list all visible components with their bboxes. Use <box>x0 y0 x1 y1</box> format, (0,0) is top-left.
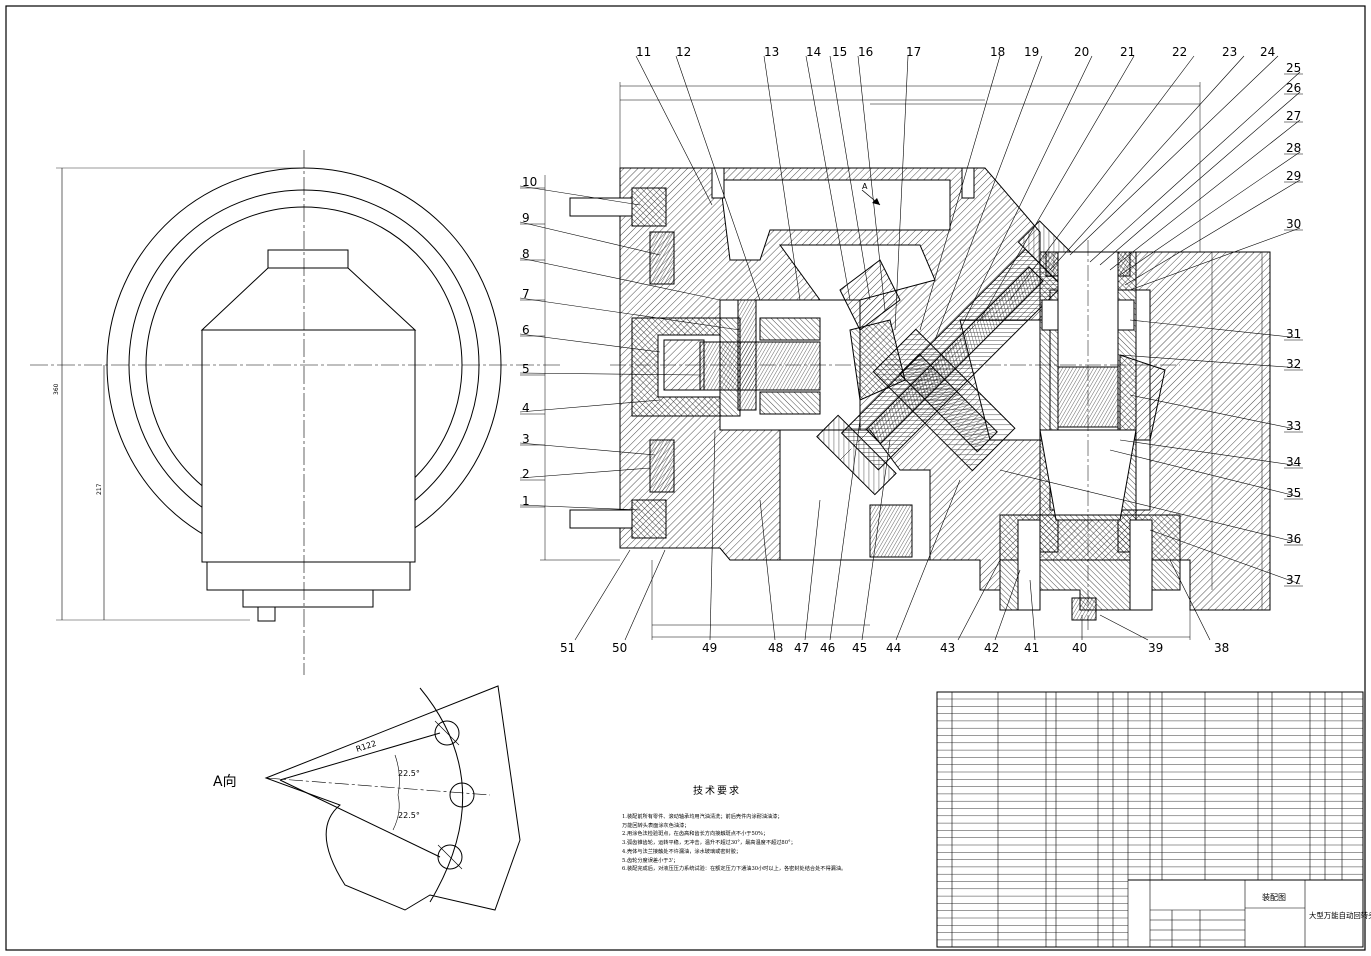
tech-requirement-line: 4.壳体与法兰接触处不许漏油，涂水玻璃或密封胶； <box>622 848 742 855</box>
tech-requirement-line: 3.弧齿锥齿轮，运转平稳，无冲击，温升不超过30°，最高温度不超过80°； <box>622 840 796 847</box>
callout-47: 47 <box>794 641 809 655</box>
main-section-view <box>569 167 1271 630</box>
tech-requirement-line: 5.齿轮分度误差小于3'； <box>622 857 679 864</box>
callout-38: 38 <box>1214 641 1229 655</box>
callout-37: 37 <box>1286 573 1301 587</box>
callout-26: 26 <box>1286 81 1301 95</box>
callout-30: 30 <box>1286 217 1301 231</box>
callout-20: 20 <box>1074 45 1089 59</box>
callout-32: 32 <box>1286 357 1301 371</box>
callout-46: 46 <box>820 641 835 655</box>
callout-39: 39 <box>1148 641 1163 655</box>
callout-14: 14 <box>806 45 821 59</box>
callout-6: 6 <box>522 323 530 337</box>
callout-36: 36 <box>1286 532 1301 546</box>
svg-text:360: 360 <box>53 383 60 395</box>
callout-22: 22 <box>1172 45 1187 59</box>
tech-requirement-line: 6.装配完成后，对液压压力系统试验：在额定压力下通油30小时以上，各密封处结合处… <box>622 866 847 873</box>
sheet-border <box>5 5 1366 951</box>
callout-23: 23 <box>1222 45 1237 59</box>
callout-underlines <box>520 73 1303 587</box>
parts-list-rows <box>937 698 1363 941</box>
callout-4: 4 <box>522 401 530 415</box>
callout-35: 35 <box>1286 486 1301 500</box>
callout-45: 45 <box>852 641 867 655</box>
callout-50: 50 <box>612 641 627 655</box>
callout-13: 13 <box>764 45 779 59</box>
section-arrow-label: A <box>862 182 868 191</box>
drawing-name: 装配图 <box>1262 892 1286 902</box>
callout-15: 15 <box>832 45 847 59</box>
callout-17: 17 <box>906 45 921 59</box>
title-block <box>936 691 1364 948</box>
main-view-dimensions <box>540 82 1263 640</box>
callout-41: 41 <box>1024 641 1039 655</box>
callout-5: 5 <box>522 362 530 376</box>
callout-10: 10 <box>522 175 537 189</box>
callout-16: 16 <box>858 45 873 59</box>
callout-25: 25 <box>1286 61 1301 75</box>
tech-requirements-title: 技术要求 <box>693 786 741 797</box>
callout-29: 29 <box>1286 169 1301 183</box>
tech-requirement-line: 2.用涂色法检验斑点，在齿高和齿长方向接触斑点不小于50%； <box>622 831 769 838</box>
callout-40: 40 <box>1072 641 1087 655</box>
angle-label-lower: 22.5° <box>398 811 420 820</box>
callout-33: 33 <box>1286 419 1301 433</box>
callout-27: 27 <box>1286 109 1301 123</box>
callout-51: 51 <box>560 641 575 655</box>
callout-48: 48 <box>768 641 783 655</box>
callout-11: 11 <box>636 45 651 59</box>
callout-8: 8 <box>522 247 530 261</box>
a-view-detail: R122 22.5° 22.5° <box>264 685 521 911</box>
callout-19: 19 <box>1024 45 1039 59</box>
callout-3: 3 <box>522 432 530 446</box>
callout-43: 43 <box>940 641 955 655</box>
callout-numbers: 11 12 13 14 15 16 17 18 19 20 21 22 23 2… <box>522 45 1301 655</box>
callout-49: 49 <box>702 641 717 655</box>
callout-34: 34 <box>1286 455 1301 469</box>
callout-42: 42 <box>984 641 999 655</box>
callout-7: 7 <box>522 287 530 301</box>
tech-requirement-line: 万能回转头表面涂灰色油漆； <box>622 822 690 829</box>
callout-28: 28 <box>1286 141 1301 155</box>
tech-requirement-line: 1.装配前所有零件、滚动轴承均用汽油清洗；前后壳件内涂耐油油漆； <box>622 814 783 820</box>
product-name: 大型万能自动回转头 <box>1309 911 1371 920</box>
callout-31: 31 <box>1286 327 1301 341</box>
callout-2: 2 <box>522 467 530 481</box>
callout-12: 12 <box>676 45 691 59</box>
section-arrow-a: A <box>861 182 881 206</box>
left-side-view: 360 217 <box>30 150 560 675</box>
callout-24: 24 <box>1260 45 1275 59</box>
technical-requirements: 技术要求 1.装配前所有零件、滚动轴承均用汽油清洗；前后壳件内涂耐油油漆； 万能… <box>622 782 922 874</box>
a-view-label: A向 <box>213 774 237 790</box>
callout-leaders <box>519 55 1301 641</box>
svg-text:217: 217 <box>96 483 103 495</box>
callout-21: 21 <box>1120 45 1135 59</box>
callout-9: 9 <box>522 211 530 225</box>
callout-18: 18 <box>990 45 1005 59</box>
callout-44: 44 <box>886 641 901 655</box>
angle-label-upper: 22.5° <box>398 769 420 778</box>
callout-1: 1 <box>522 494 530 508</box>
